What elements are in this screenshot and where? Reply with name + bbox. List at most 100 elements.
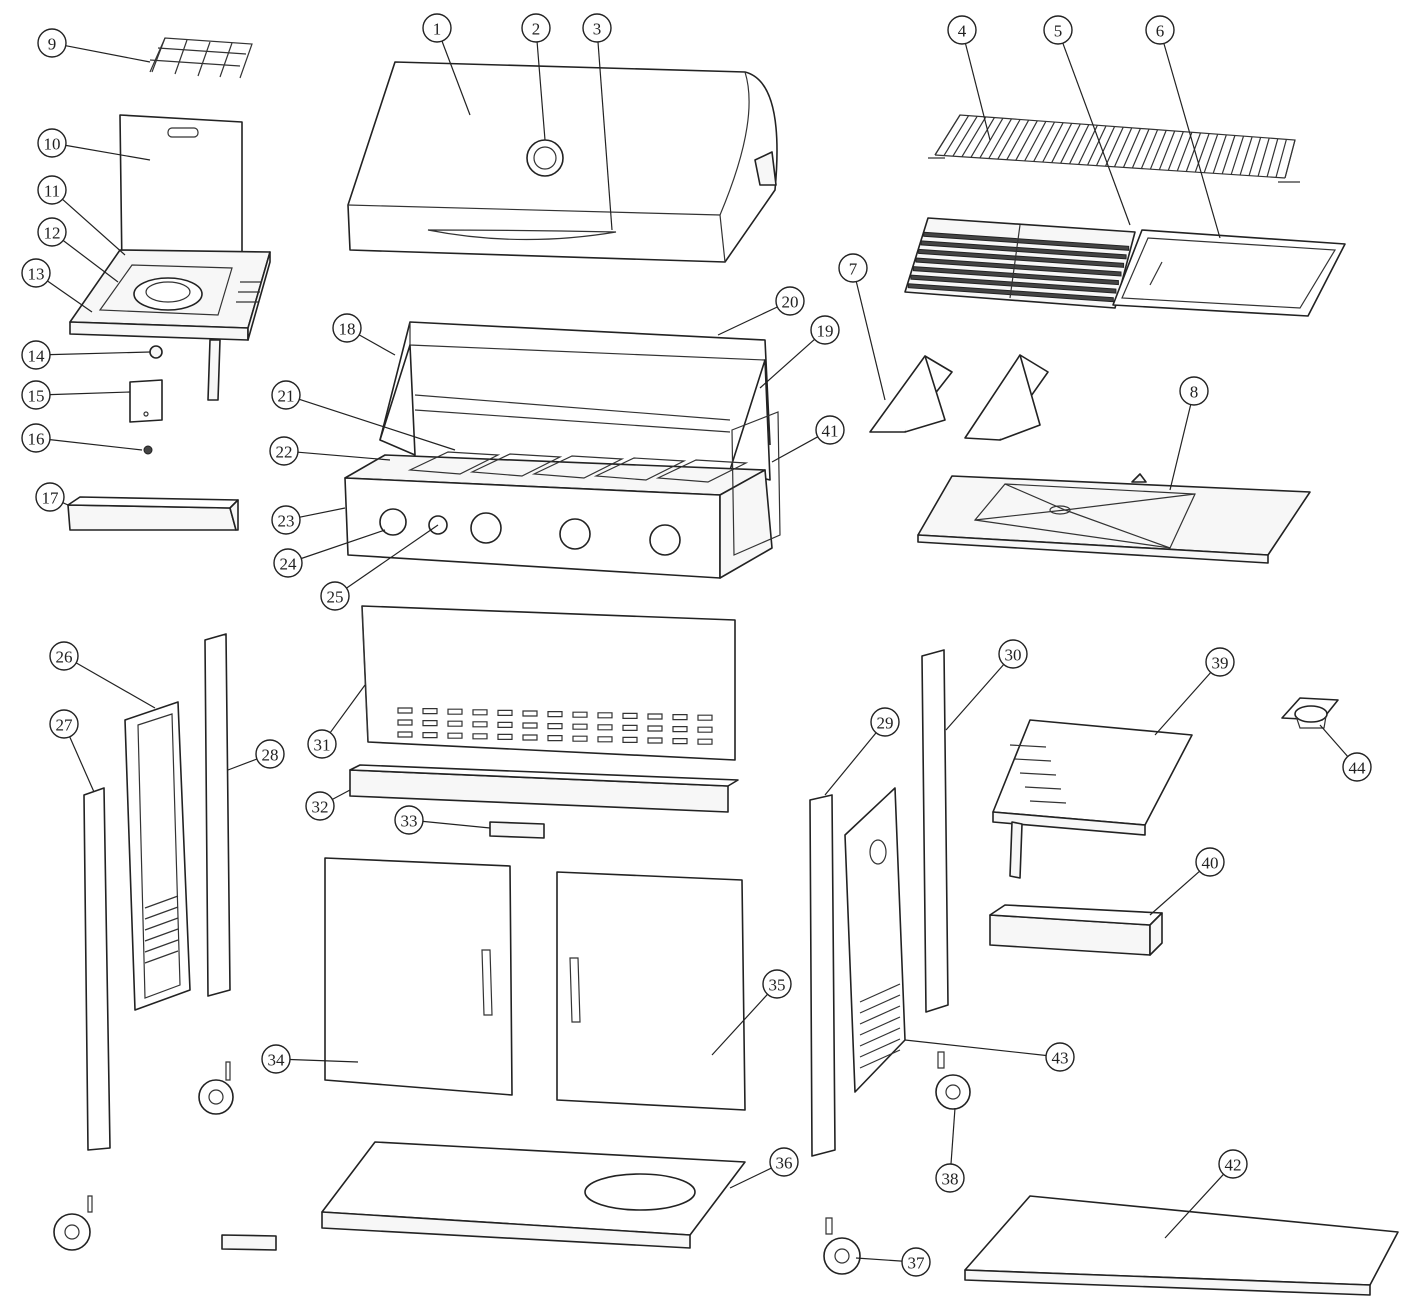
- leader-line-5: [1062, 42, 1131, 226]
- callout-25: 25: [320, 581, 350, 611]
- callout-number: 13: [28, 265, 45, 284]
- callout-1: 1: [422, 13, 452, 43]
- callout-circle: [21, 340, 51, 370]
- callout-number: 2: [532, 20, 541, 39]
- callout-number: 21: [278, 387, 295, 406]
- callout-number: 18: [339, 320, 356, 339]
- leader-line-3: [597, 41, 613, 231]
- part-doors: [324, 857, 746, 1111]
- leader-line-33: [422, 820, 491, 829]
- leader-line-25: [346, 524, 439, 589]
- callout-circle: [394, 805, 424, 835]
- part-bottom-shelf: [221, 1141, 746, 1251]
- callout-number: 16: [28, 430, 45, 449]
- callout-number: 44: [1349, 759, 1367, 778]
- leader-line-9: [65, 45, 151, 63]
- callout-circle: [37, 128, 67, 158]
- callout-circle: [271, 505, 301, 535]
- callout-circle: [255, 739, 285, 769]
- callout-circle: [35, 482, 65, 512]
- callout-number: 34: [268, 1051, 286, 1070]
- leader-line-32: [332, 789, 351, 800]
- part-right-frame: [809, 649, 949, 1157]
- callout-number: 28: [262, 746, 279, 765]
- part-flame-tamers: [869, 354, 1049, 441]
- callout-23: 23: [271, 505, 301, 535]
- callout-number: 27: [56, 716, 74, 735]
- leader-line-31: [329, 684, 366, 734]
- part-cup-holder: [1281, 697, 1339, 729]
- callout-circle: [901, 1247, 931, 1277]
- callout-number: 35: [769, 976, 786, 995]
- callout-21: 21: [271, 380, 301, 410]
- caster-b: [53, 1195, 93, 1251]
- callout-number: 43: [1052, 1049, 1069, 1068]
- leader-line-36: [729, 1167, 772, 1189]
- callout-8: 8: [1179, 376, 1209, 406]
- leader-line-37: [855, 1257, 903, 1262]
- leader-line-20: [717, 306, 778, 336]
- leader-line-23: [299, 507, 346, 518]
- callout-29: 29: [870, 707, 900, 737]
- leader-line-40: [1149, 870, 1200, 916]
- leader-line-8: [1169, 404, 1192, 491]
- callout-number: 37: [908, 1254, 926, 1273]
- callout-circle: [37, 217, 67, 247]
- callout-12: 12: [37, 217, 67, 247]
- part-casters: [53, 1051, 971, 1275]
- leader-line-41: [771, 436, 818, 463]
- callout-15: 15: [21, 380, 51, 410]
- callout-number: 33: [401, 812, 418, 831]
- callout-number: 25: [327, 588, 344, 607]
- callout-circle: [305, 791, 335, 821]
- callout-11: 11: [37, 175, 67, 205]
- leader-line-27: [69, 736, 95, 793]
- callout-28: 28: [255, 739, 285, 769]
- callout-33: 33: [394, 805, 424, 835]
- leader-line-22: [297, 451, 391, 461]
- leader-line-43: [904, 1039, 1047, 1057]
- callout-number: 20: [782, 293, 799, 312]
- leader-line-15: [49, 391, 131, 396]
- callout-circle: [815, 415, 845, 445]
- callout-13: 13: [21, 258, 51, 288]
- leader-line-39: [1154, 672, 1212, 736]
- callout-number: 12: [44, 224, 61, 243]
- callout-circle: [521, 13, 551, 43]
- part-side-shelf-block: [989, 904, 1163, 956]
- leader-line-26: [75, 662, 156, 709]
- callout-circle: [49, 641, 79, 671]
- callout-circle: [870, 707, 900, 737]
- part-side-shelf: [992, 719, 1193, 879]
- leader-line-17: [62, 502, 69, 506]
- leader-line-28: [227, 758, 258, 771]
- callout-number: 30: [1005, 646, 1022, 665]
- callout-number: 38: [942, 1170, 959, 1189]
- callout-circle: [769, 1147, 799, 1177]
- callout-number: 17: [42, 489, 60, 508]
- callout-number: 31: [314, 736, 331, 755]
- leader-line-24: [301, 529, 386, 560]
- callout-7: 7: [838, 253, 868, 283]
- leader-line-6: [1163, 43, 1221, 239]
- callout-number: 40: [1202, 854, 1219, 873]
- callout-number: 4: [958, 22, 967, 41]
- part-griddle-plate: [1112, 229, 1346, 317]
- callout-circle: [271, 380, 301, 410]
- callout-43: 43: [1045, 1042, 1075, 1072]
- callout-number: 6: [1156, 22, 1165, 41]
- callout-circle: [1179, 376, 1209, 406]
- part-drip-tray: [917, 473, 1311, 564]
- callout-number: 8: [1190, 383, 1199, 402]
- leader-line-10: [65, 144, 151, 161]
- part-valve-small-parts: [129, 345, 163, 455]
- callout-circle: [21, 380, 51, 410]
- callout-circle: [261, 1044, 291, 1074]
- callout-35: 35: [762, 969, 792, 999]
- leader-line-1: [441, 40, 471, 116]
- callout-39: 39: [1205, 647, 1235, 677]
- callout-37: 37: [901, 1247, 931, 1277]
- callout-number: 7: [849, 260, 858, 279]
